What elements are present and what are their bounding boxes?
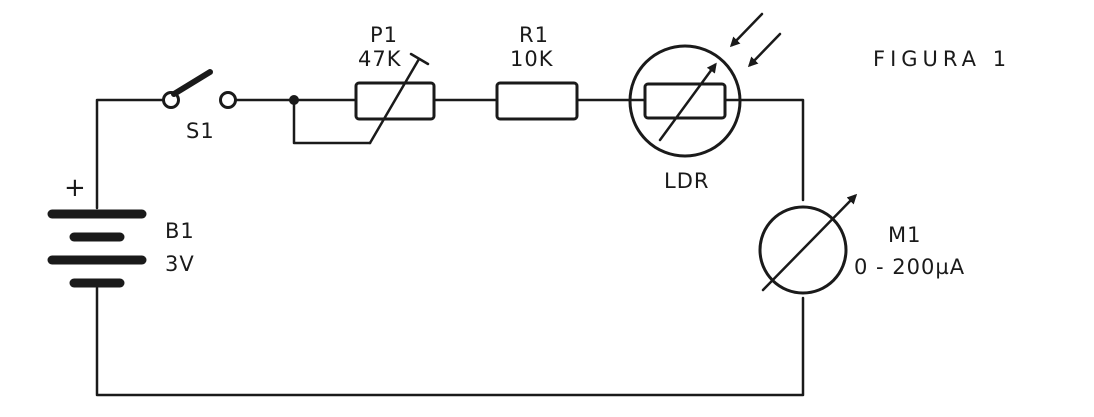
battery-b1: + <box>47 173 147 288</box>
potentiometer-p1 <box>354 52 436 145</box>
ldr-label: LDR <box>664 169 709 193</box>
potentiometer-ref-label: P1 <box>370 23 398 47</box>
junction-dot <box>289 95 299 105</box>
potentiometer-value-label: 47K <box>358 47 402 71</box>
resistor-r1 <box>495 81 579 121</box>
switch-ref-label: S1 <box>186 119 215 143</box>
meter-ref-label: M1 <box>888 223 921 247</box>
switch-s1 <box>162 69 237 109</box>
figure-title: FIGURA 1 <box>873 47 1011 71</box>
wires <box>95 95 805 397</box>
meter-m1 <box>758 193 858 295</box>
meter-range-label: 0 - 200µA <box>854 255 965 279</box>
light-arrow-icon <box>747 32 782 68</box>
light-arrow-icon <box>729 12 764 48</box>
battery-plus-sign: + <box>64 173 87 203</box>
battery-ref-label: B1 <box>165 219 195 243</box>
ldr-component <box>628 12 782 158</box>
battery-value-label: 3V <box>165 252 195 276</box>
resistor-ref-label: R1 <box>519 23 549 47</box>
resistor-value-label: 10K <box>510 47 554 71</box>
